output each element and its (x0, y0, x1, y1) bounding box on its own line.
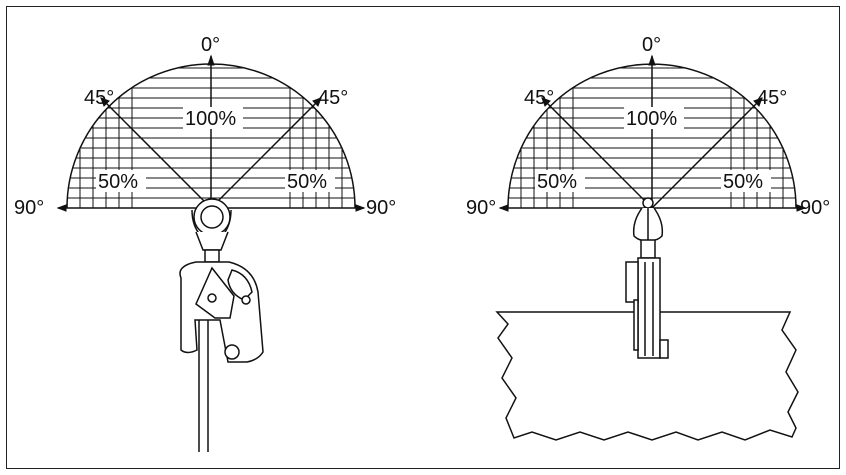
right-diagonal-right (651, 97, 763, 209)
left-side-right-percent-label: 50% (287, 171, 327, 193)
right-edge-left-label: 90° (466, 197, 496, 219)
left-edge-left-label: 90° (14, 197, 44, 219)
vertical-lifting-clamp (179, 198, 264, 452)
left-50pct-label-bg-right (285, 170, 335, 192)
clamp-jaw (195, 266, 235, 319)
right-center-percent-label: 100% (626, 108, 677, 130)
right-diag-right-label: 45° (757, 87, 787, 109)
left-diagonal-right (210, 97, 322, 209)
left-diag-arrowhead-left (100, 97, 110, 107)
left-100pct-label-bg (183, 107, 243, 129)
figure-frame (6, 6, 840, 469)
left-top-angle-label: 0° (201, 34, 220, 56)
left-edge-right-label: 90° (366, 197, 396, 219)
right-diag-arrowhead-left (541, 97, 551, 107)
right-50pct-label-bg-right (721, 170, 771, 192)
right-side-left-percent-label: 50% (537, 171, 577, 193)
right-50pct-label-bg-left (535, 170, 585, 192)
right-diag-left-label: 45° (524, 87, 554, 109)
left-arrowhead-left (56, 204, 67, 212)
left-top-arrowhead (207, 54, 215, 66)
right-side-right-percent-label: 50% (723, 171, 763, 193)
left-center-percent-label: 100% (185, 108, 236, 130)
right-100pct-label-bg (624, 107, 684, 129)
left-diag-arrowhead-right (312, 97, 322, 107)
horizontal-clamp-eye (642, 197, 654, 209)
left-diag-right-label: 45° (318, 87, 348, 109)
clamp-pivot-bolt (207, 293, 217, 303)
horizontal-steel-plate (495, 311, 799, 441)
right-arrowhead-left (498, 204, 509, 212)
right-arrowhead-right (796, 204, 807, 212)
left-50pct-label-bg-left (96, 170, 146, 192)
horizontal-lifting-clamp (625, 197, 669, 359)
horizontal-clamp-body (637, 257, 661, 359)
left-arrowhead-right (355, 204, 366, 212)
left-side-left-percent-label: 50% (98, 171, 138, 193)
right-diagonal-left (541, 97, 653, 209)
right-diag-arrowhead-right (753, 97, 763, 107)
right-edge-right-label: 90° (800, 197, 830, 219)
right-top-arrowhead (648, 54, 656, 66)
right-top-angle-label: 0° (642, 34, 661, 56)
left-diagonal-left (100, 97, 212, 209)
left-diag-left-label: 45° (84, 87, 114, 109)
